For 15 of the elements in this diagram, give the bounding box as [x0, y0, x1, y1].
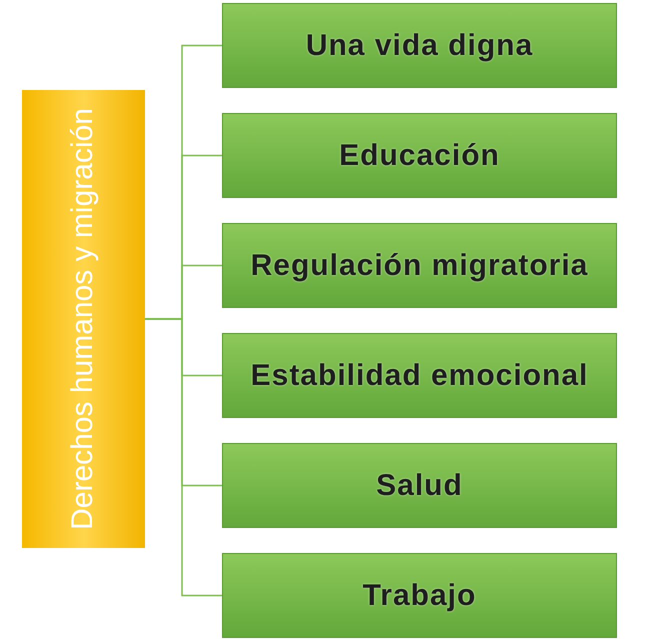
category-box	[222, 3, 617, 88]
category-box	[222, 443, 617, 528]
topic-box	[22, 90, 145, 548]
category-box	[222, 223, 617, 308]
category-label: Regulación migratoria	[250, 248, 588, 282]
category-label: Educación	[339, 138, 500, 172]
topic-label: Derechos humanos y migración	[66, 108, 100, 530]
connector-line	[145, 318, 222, 596]
category-label: Estabilidad emocional	[250, 358, 588, 392]
category-box	[222, 553, 617, 638]
category-box	[222, 333, 617, 418]
category-label: Trabajo	[362, 578, 476, 612]
category-box	[222, 113, 617, 198]
category-label: Una vida digna	[306, 28, 534, 62]
category-label: Salud	[376, 468, 463, 502]
